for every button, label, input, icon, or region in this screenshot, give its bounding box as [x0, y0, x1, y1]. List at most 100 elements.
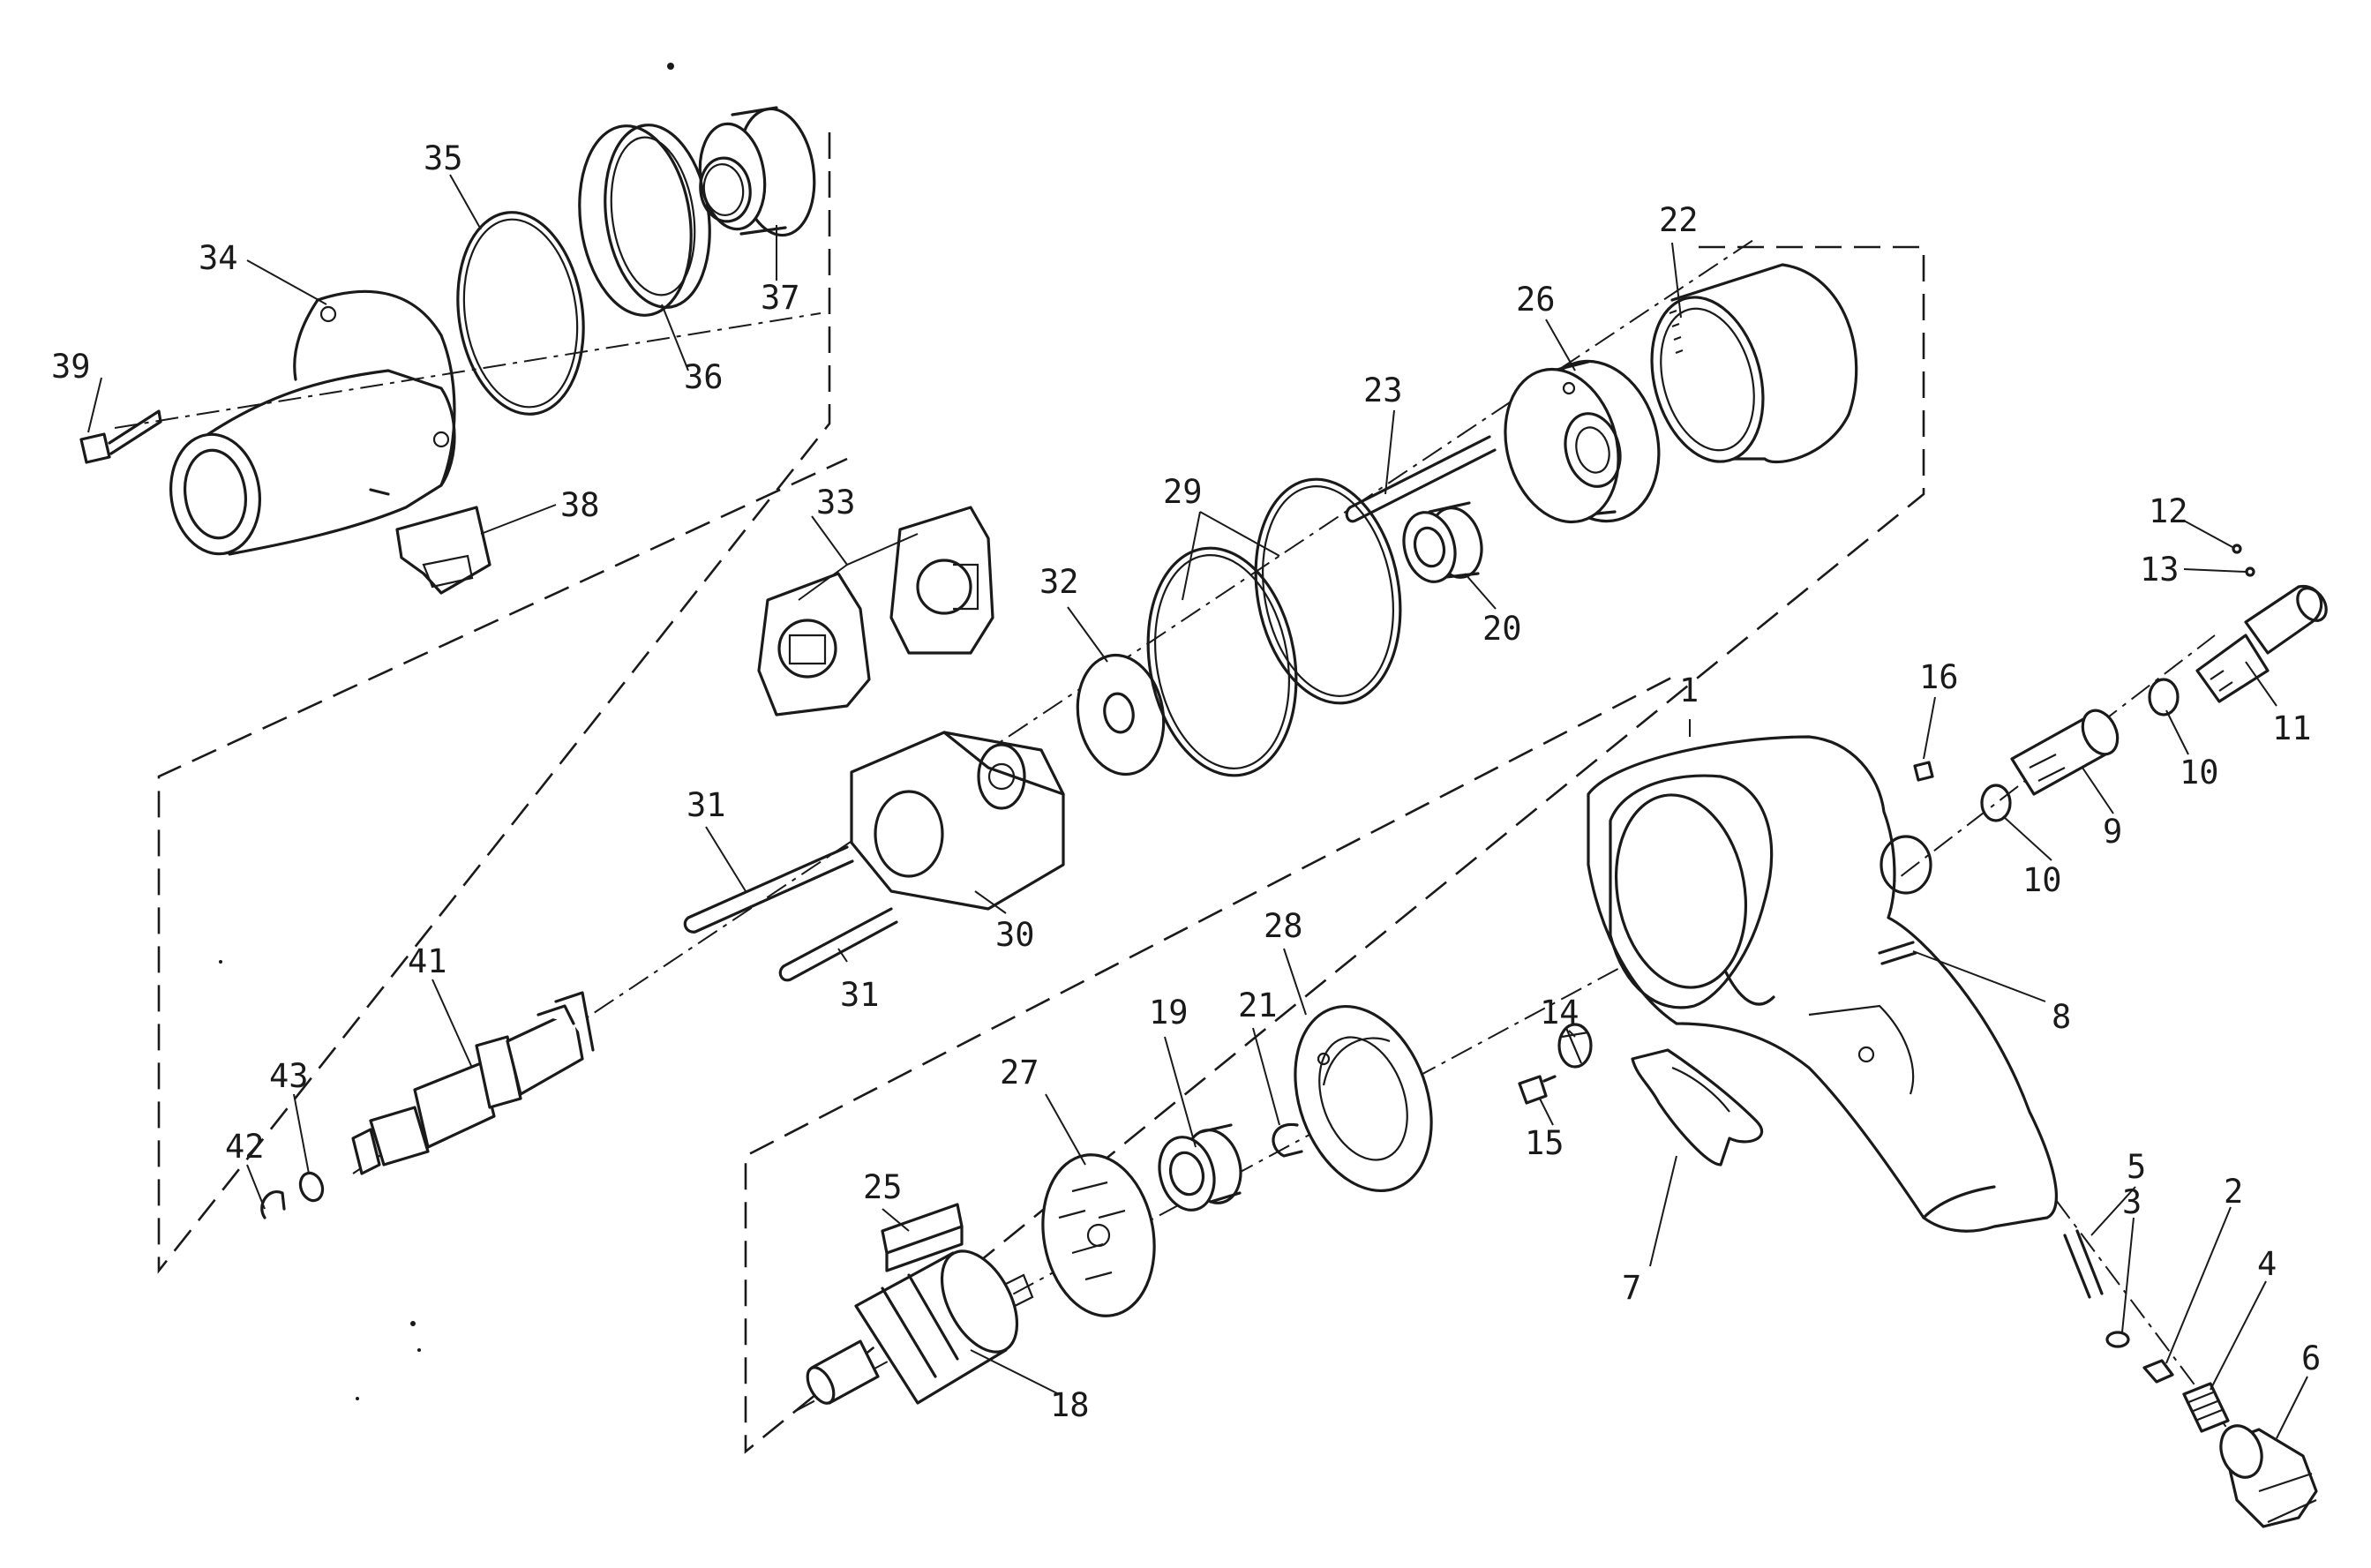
pin-23 — [1345, 435, 1497, 523]
callout-15: 15 — [1525, 1124, 1564, 1162]
bushing-37 — [698, 106, 816, 237]
callout-6: 6 — [2301, 1339, 2321, 1377]
callout-36: 36 — [684, 358, 724, 396]
callout-29: 29 — [1163, 473, 1203, 511]
pin-31-lower — [778, 907, 898, 982]
o-ring-10-b — [2148, 678, 2180, 716]
anvil-41 — [351, 991, 595, 1175]
washer-32 — [1076, 653, 1166, 776]
callout-19: 19 — [1149, 994, 1189, 1032]
callout-7: 7 — [1622, 1269, 1641, 1307]
inlet-6 — [2219, 1424, 2318, 1528]
o-ring-29-a — [1146, 546, 1298, 777]
trigger-valve-assembly — [1518, 544, 2328, 1167]
callout-28: 28 — [1264, 907, 1303, 945]
plug-16 — [1913, 761, 1934, 782]
retaining-ring-42 — [260, 1189, 286, 1219]
screw-15 — [1518, 1075, 1557, 1105]
callout-25: 25 — [863, 1168, 903, 1206]
hammer-33-left — [757, 572, 871, 716]
callout-5: 5 — [2127, 1148, 2146, 1186]
callout-31a: 31 — [687, 786, 726, 824]
callout-11: 11 — [2272, 709, 2312, 747]
callout-32: 32 — [1039, 563, 1079, 601]
callout-10a: 10 — [2022, 861, 2062, 899]
hammer-case-assembly — [79, 106, 816, 595]
bolt-39 — [79, 409, 162, 464]
callout-1: 1 — [1679, 671, 1699, 709]
rotor-18 — [806, 1249, 1034, 1405]
callouts: 1 2 3 4 5 6 7 8 9 10 10 11 12 13 14 15 1… — [51, 139, 2321, 1424]
ball-13 — [2245, 566, 2255, 577]
pin-31-upper — [683, 845, 854, 934]
axis-upper — [114, 312, 822, 429]
callout-34: 34 — [199, 239, 238, 277]
callout-43: 43 — [269, 1057, 309, 1095]
hammer-33-right — [889, 506, 994, 655]
callout-13: 13 — [2140, 551, 2180, 589]
callout-20: 20 — [1482, 610, 1522, 648]
callout-31b: 31 — [840, 976, 880, 1014]
callout-16: 16 — [1919, 658, 1959, 696]
callout-21: 21 — [1238, 987, 1278, 1024]
housing-1 — [1587, 735, 2058, 1233]
air-inlet-assembly — [2063, 1229, 2318, 1528]
callout-27: 27 — [1000, 1054, 1039, 1092]
callout-18: 18 — [1050, 1386, 1090, 1424]
reverse-valve-14 — [1557, 1023, 1593, 1069]
hammer-cage-30 — [850, 731, 1065, 911]
cylinder-22 — [1650, 263, 1858, 464]
callout-8: 8 — [2052, 998, 2071, 1036]
rear-plate-26 — [1504, 359, 1661, 524]
boundary-motor-group — [744, 245, 1925, 1454]
callout-30: 30 — [995, 916, 1035, 954]
callout-12: 12 — [2149, 492, 2188, 530]
anvil-assembly — [260, 991, 595, 1219]
callout-9: 9 — [2103, 813, 2122, 851]
pin-8 — [1878, 941, 1917, 965]
callout-35: 35 — [424, 139, 463, 177]
callout-23: 23 — [1363, 371, 1403, 409]
spring-4 — [2182, 1382, 2230, 1433]
rear-plate-28 — [1294, 1004, 1433, 1193]
trigger-7 — [1631, 1048, 1764, 1167]
bushing-36 — [578, 124, 711, 317]
callout-38: 38 — [560, 486, 600, 524]
motor-assembly — [806, 263, 1858, 1405]
end-plate-27 — [1041, 1153, 1156, 1317]
throttle-valve-11 — [2195, 584, 2328, 703]
o-ring-10-a — [1980, 784, 2012, 822]
callout-14: 14 — [1540, 994, 1579, 1032]
callout-26: 26 — [1516, 281, 1556, 319]
o-ring-29-b — [1254, 477, 1402, 705]
plug-2 — [2142, 1359, 2174, 1384]
callout-41: 41 — [408, 942, 447, 980]
o-ring-35 — [456, 211, 585, 416]
callout-37: 37 — [761, 279, 800, 317]
o-ring-43 — [298, 1171, 325, 1203]
callout-4: 4 — [2257, 1245, 2277, 1283]
boundary-hammer-case-group — [157, 132, 848, 1274]
pin-5 — [2063, 1229, 2104, 1299]
callout-39: 39 — [51, 348, 91, 386]
valve-sleeve-9 — [2010, 709, 2120, 796]
callout-3: 3 — [2122, 1183, 2142, 1221]
callout-2: 2 — [2224, 1173, 2243, 1211]
vane-25 — [881, 1203, 964, 1255]
bearing-19 — [1158, 1123, 1242, 1212]
o-ring-3 — [2105, 1331, 2130, 1348]
snap-ring-21 — [1272, 1122, 1303, 1158]
pin-12 — [2232, 544, 2242, 554]
callout-42: 42 — [225, 1128, 265, 1166]
callout-22: 22 — [1659, 201, 1699, 239]
scan-speckles — [219, 63, 674, 1400]
plate-38 — [395, 506, 491, 595]
bearing-20 — [1402, 501, 1483, 583]
callout-33: 33 — [816, 484, 856, 521]
group-boundaries — [157, 132, 1925, 1454]
callout-10b: 10 — [2180, 754, 2219, 792]
hammer-case-34 — [169, 289, 456, 556]
leader-lines — [87, 174, 2308, 1439]
hammer-mechanism — [683, 477, 1402, 982]
